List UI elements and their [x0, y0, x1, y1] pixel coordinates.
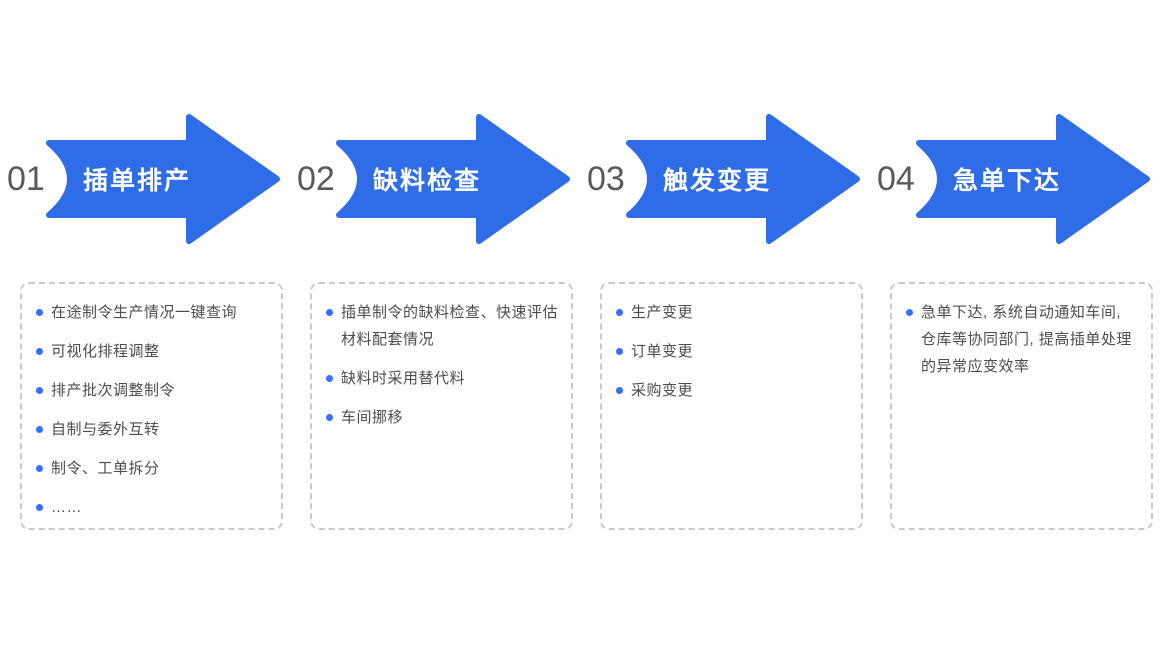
detail-box-2: 插单制令的缺料检查、快速评估材料配套情况 缺料时采用替代料 车间挪移 [310, 282, 573, 530]
step-title: 急单下达 [952, 167, 1061, 195]
arrow-right-icon [626, 114, 860, 244]
list-item: 自制与委外互转 [34, 416, 268, 443]
bullet-dot-icon [36, 465, 43, 472]
step-number: 02 [297, 160, 335, 198]
flow-arrow-icon: 急单下达 [907, 113, 1153, 245]
list-item: 订单变更 [614, 338, 848, 365]
bullet-dot-icon [616, 309, 623, 316]
bullet-dot-icon [326, 309, 333, 316]
bullet-dot-icon [616, 387, 623, 394]
list-item: 急单下达, 系统自动通知车间, 仓库等协同部门, 提高插单处理的异常应变效率 [904, 299, 1138, 380]
flow-arrow-icon: 插单排产 [37, 113, 283, 245]
list-item-text: 采购变更 [631, 382, 694, 399]
list-item-text: 车间挪移 [341, 409, 404, 426]
list-item: …… [34, 494, 268, 521]
list-item-text: 急单下达, 系统自动通知车间, 仓库等协同部门, 提高插单处理的异常应变效率 [921, 304, 1132, 375]
step-number: 01 [7, 160, 45, 198]
bullet-dot-icon [616, 348, 623, 355]
bullet-list: 在途制令生产情况一键查询 可视化排程调整 排产批次调整制令 [34, 299, 268, 521]
bullet-dot-icon [36, 348, 43, 355]
arrow-right-icon [336, 114, 570, 244]
step-title: 插单排产 [82, 167, 191, 195]
arrow-right-icon [46, 114, 280, 244]
list-item-text: 订单变更 [631, 343, 694, 360]
bullet-dot-icon [36, 426, 43, 433]
list-item: 采购变更 [614, 377, 848, 404]
step-number: 04 [877, 160, 915, 198]
list-item: 制令、工单拆分 [34, 455, 268, 482]
step-column-1: 01 插单排产 在途制令生产情况一键查询 [7, 113, 283, 530]
step-column-3: 03 触发变更 生产变更 [587, 113, 863, 530]
list-item-text: 插单制令的缺料检查、快速评估材料配套情况 [341, 304, 559, 348]
step-header-3: 03 触发变更 [587, 113, 863, 245]
flow-arrow-icon: 触发变更 [617, 113, 863, 245]
step-header-4: 04 急单下达 [877, 113, 1153, 245]
bullet-dot-icon [326, 414, 333, 421]
list-item: 可视化排程调整 [34, 338, 268, 365]
list-item-text: 自制与委外互转 [51, 421, 160, 438]
step-column-4: 04 急单下达 急单下达, 系统自动通知车间, 仓库等协同部门, 提高插单处理的… [877, 113, 1153, 530]
flow-arrow-icon: 缺料检查 [327, 113, 573, 245]
bullet-dot-icon [36, 504, 43, 511]
detail-box-1: 在途制令生产情况一键查询 可视化排程调整 排产批次调整制令 [20, 282, 283, 530]
list-item: 插单制令的缺料检查、快速评估材料配套情况 [324, 299, 558, 353]
step-header-1: 01 插单排产 [7, 113, 283, 245]
list-item-text: 可视化排程调整 [51, 343, 160, 360]
step-column-2: 02 缺料检查 插单制令的缺料检查、快速评估材料配套情况 [297, 113, 573, 530]
steps-row: 01 插单排产 在途制令生产情况一键查询 [7, 113, 1153, 530]
bullet-dot-icon [906, 309, 913, 316]
bullet-dot-icon [36, 309, 43, 316]
list-item-text: …… [51, 499, 82, 516]
list-item: 生产变更 [614, 299, 848, 326]
list-item-text: 制令、工单拆分 [51, 460, 160, 477]
list-item: 排产批次调整制令 [34, 377, 268, 404]
list-item-text: 在途制令生产情况一键查询 [51, 304, 238, 321]
bullet-list: 插单制令的缺料检查、快速评估材料配套情况 缺料时采用替代料 车间挪移 [324, 299, 558, 431]
detail-box-4: 急单下达, 系统自动通知车间, 仓库等协同部门, 提高插单处理的异常应变效率 [890, 282, 1153, 530]
list-item: 车间挪移 [324, 404, 558, 431]
step-number: 03 [587, 160, 625, 198]
bullet-list: 生产变更 订单变更 采购变更 [614, 299, 848, 404]
list-item-text: 生产变更 [631, 304, 694, 321]
bullet-dot-icon [326, 375, 333, 382]
detail-box-3: 生产变更 订单变更 采购变更 [600, 282, 863, 530]
step-header-2: 02 缺料检查 [297, 113, 573, 245]
list-item-text: 排产批次调整制令 [51, 382, 176, 399]
arrow-right-icon [916, 114, 1150, 244]
step-title: 缺料检查 [372, 167, 481, 195]
bullet-dot-icon [36, 387, 43, 394]
list-item: 缺料时采用替代料 [324, 365, 558, 392]
list-item-text: 缺料时采用替代料 [341, 370, 466, 387]
bullet-list: 急单下达, 系统自动通知车间, 仓库等协同部门, 提高插单处理的异常应变效率 [904, 299, 1138, 380]
list-item: 在途制令生产情况一键查询 [34, 299, 268, 326]
step-title: 触发变更 [662, 167, 771, 195]
